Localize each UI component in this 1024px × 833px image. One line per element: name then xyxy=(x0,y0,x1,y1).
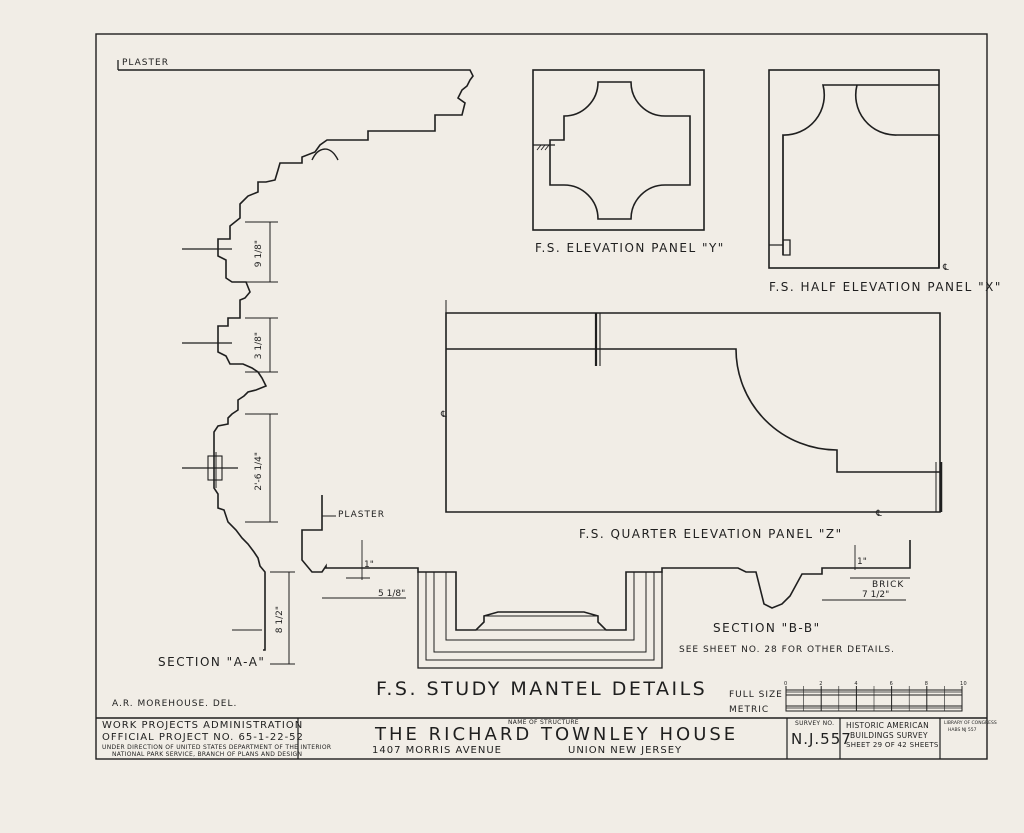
scale-tick-label: 10 xyxy=(960,681,967,687)
panel-y-frame xyxy=(532,69,705,231)
sheet-main-title: F.S. STUDY MANTEL DETAILS xyxy=(376,678,708,700)
section-aa-title: SECTION "A-A" xyxy=(158,655,266,669)
section-bb-profile xyxy=(301,495,911,631)
sheet-border xyxy=(95,33,988,760)
habs-line-1: HISTORIC AMERICAN xyxy=(846,721,929,730)
agency-line-3: UNDER DIRECTION OF UNITED STATES DEPARTM… xyxy=(102,744,332,751)
name-of-structure-label: NAME OF STRUCTURE xyxy=(508,719,579,726)
scale-tick-label: 0 xyxy=(784,681,788,687)
panel-y-outline xyxy=(549,81,691,220)
centerline-mark-x: ℄ xyxy=(943,263,950,273)
dim-label-5: 5 1/8" xyxy=(378,589,406,599)
see-sheet-note: SEE SHEET NO. 28 FOR OTHER DETAILS. xyxy=(679,645,895,655)
section-aa-profile xyxy=(118,69,474,651)
agency-line-1: WORK PROJECTS ADMINISTRATION xyxy=(102,720,304,731)
address-city: UNION NEW JERSEY xyxy=(568,745,683,756)
panel-x-title: F.S. HALF ELEVATION PANEL "X" xyxy=(769,280,1002,294)
panel-z-title: F.S. QUARTER ELEVATION PANEL "Z" xyxy=(579,527,843,541)
plaster-label-top: PLASTER xyxy=(122,58,169,68)
scale-ticks xyxy=(785,686,963,711)
survey-number: N.J.557 xyxy=(791,730,852,748)
agency-line-2: OFFICIAL PROJECT NO. 65-1-22-52 xyxy=(102,732,304,743)
centerline-mark-z-left: ℄ xyxy=(441,410,448,420)
panel-z-outline xyxy=(445,312,941,513)
dim-label-7: 7 1/2" xyxy=(862,590,890,600)
library-line-1: LIBRARY OF CONGRESS xyxy=(944,721,997,726)
dim-label-4: 8 1/2" xyxy=(275,606,285,634)
scale-metric-label: METRIC xyxy=(729,705,770,715)
section-bb-title: SECTION "B-B" xyxy=(713,621,821,635)
sheet-count: SHEET 29 OF 42 SHEETS xyxy=(846,741,939,749)
survey-no-label: SURVEY NO. xyxy=(795,720,835,727)
delineator-credit: A.R. MOREHOUSE. DEL. xyxy=(112,699,238,709)
structure-name: THE RICHARD TOWNLEY HOUSE xyxy=(375,724,739,745)
library-line-2: HABS NJ 557 xyxy=(948,728,977,733)
scale-tick-label: 8 xyxy=(924,681,929,687)
plaster-label-mid: PLASTER xyxy=(338,510,385,520)
dim-label-3: 2'-6 1/4" xyxy=(254,452,264,491)
scale-tick-label: 6 xyxy=(889,681,894,687)
dim-label-8: 1" xyxy=(857,557,867,567)
address-street: 1407 MORRIS AVENUE xyxy=(372,745,502,756)
dim-label-6: 1" xyxy=(364,560,374,570)
dim-label-2: 3 1/8" xyxy=(254,332,264,360)
panel-y-title: F.S. ELEVATION PANEL "Y" xyxy=(535,241,725,255)
scale-full-size-label: FULL SIZE xyxy=(729,690,783,700)
dim-label-1: 9 1/8" xyxy=(254,240,264,268)
brick-label: BRICK xyxy=(872,580,905,590)
habs-line-2: BUILDINGS SURVEY xyxy=(850,731,928,740)
agency-line-4: NATIONAL PARK SERVICE, BRANCH OF PLANS A… xyxy=(112,751,303,758)
panel-x-frame xyxy=(768,69,940,269)
panel-x-outline xyxy=(782,84,939,255)
scale-tick-label: 2 xyxy=(819,681,823,687)
scale-tick-label: 4 xyxy=(854,681,858,687)
centerline-mark-z-bottom: ℄ xyxy=(876,509,883,519)
